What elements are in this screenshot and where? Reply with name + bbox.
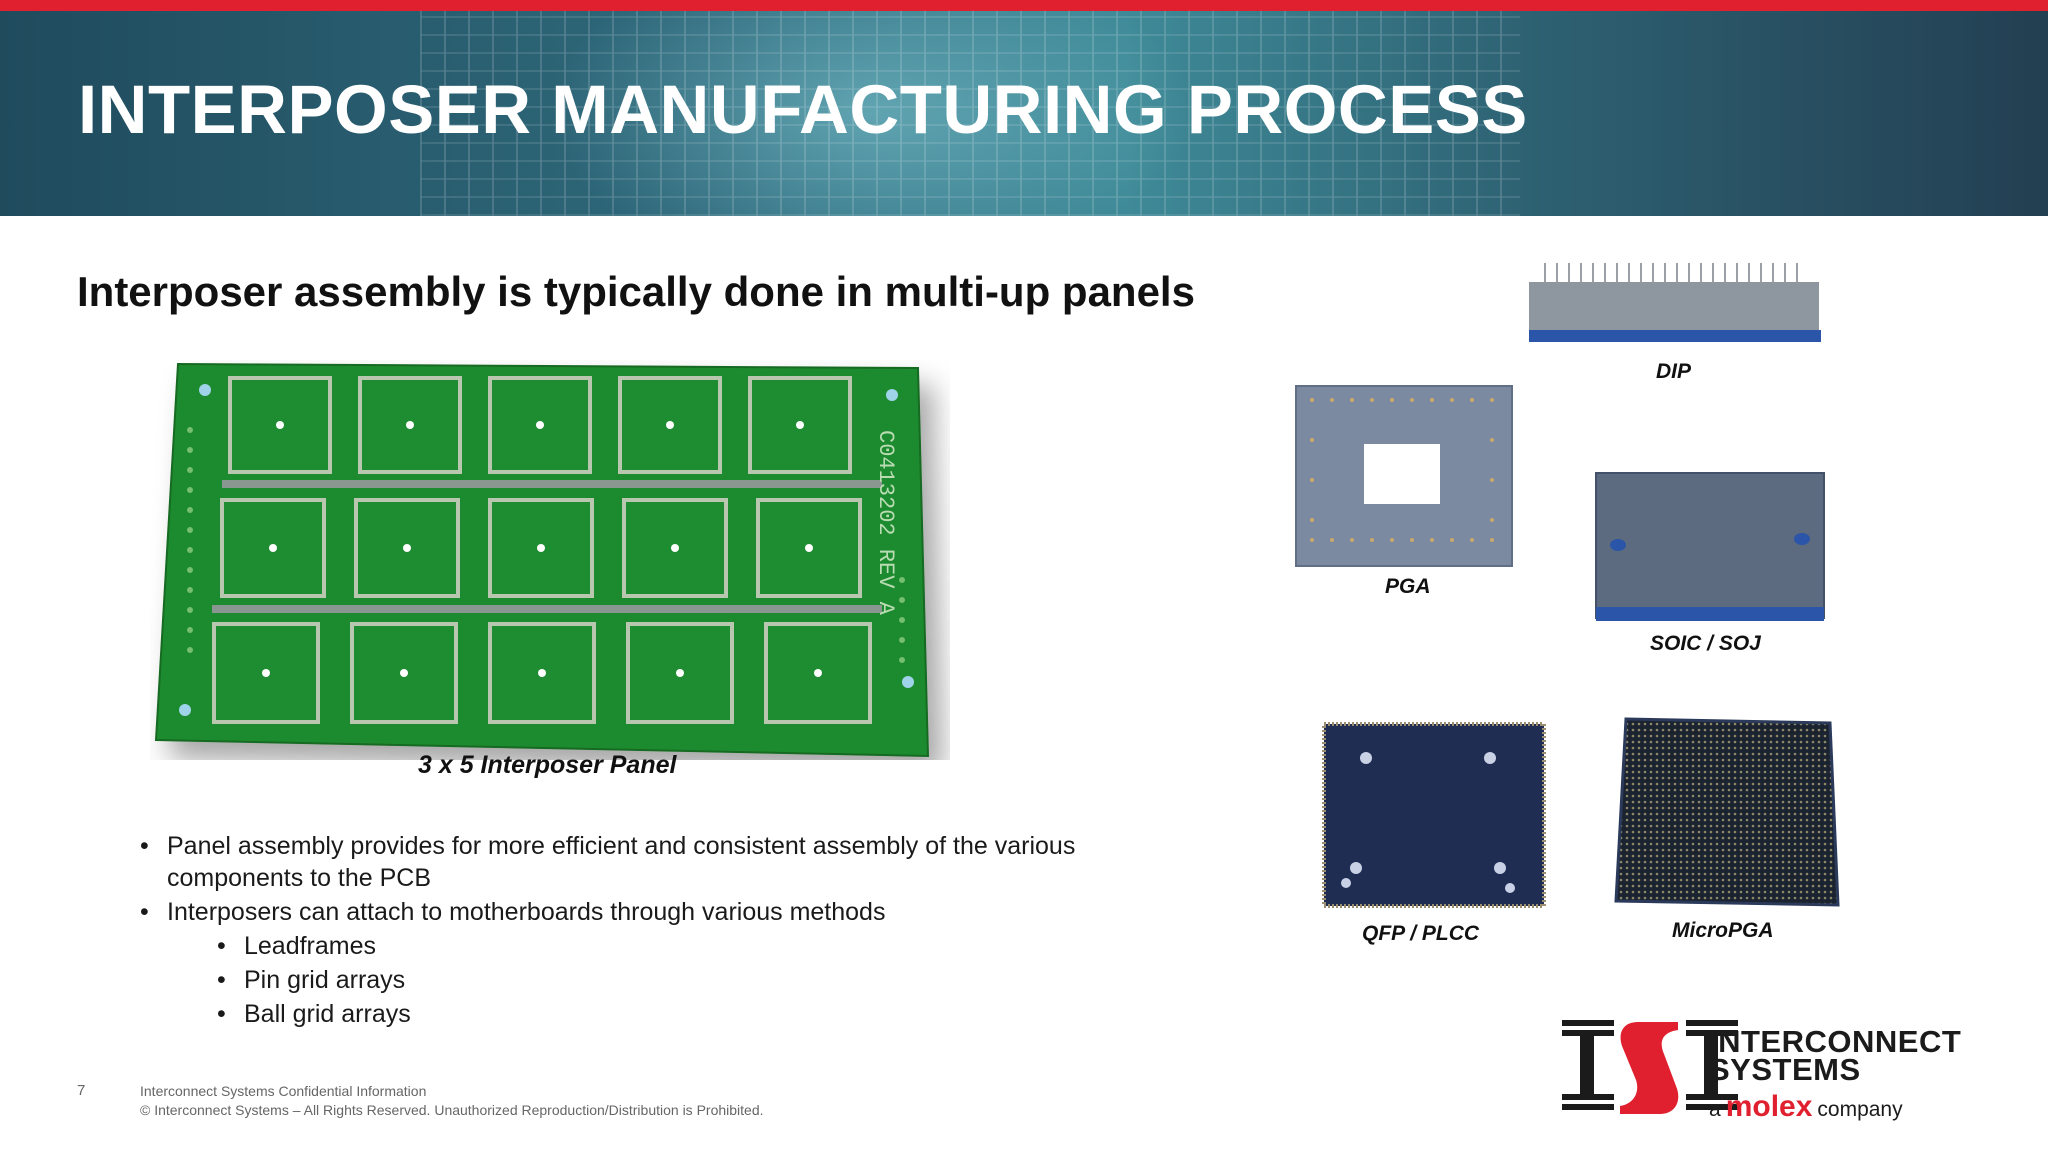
board-part-number: C0413202 REV A [873, 430, 898, 616]
rail-1 [222, 480, 882, 488]
title-banner [0, 11, 2048, 216]
right-via-strip [899, 577, 905, 663]
logo-tagline-company: company [1817, 1098, 1903, 1121]
logo-wordmark: INTERCONNECT SYSTEMS [1709, 1024, 1962, 1087]
bullet-item: Interposers can attach to motherboards t… [140, 896, 1140, 928]
pga-part-image [1295, 385, 1513, 567]
soic-part-image [1595, 472, 1825, 621]
page-number: 7 [77, 1082, 86, 1099]
qfp-part-image [1322, 722, 1546, 908]
sub-bullet-item: Leadframes [217, 930, 1140, 962]
soic-label: SOIC / SOJ [1650, 632, 1761, 655]
slide-subtitle: Interposer assembly is typically done in… [77, 268, 1195, 315]
footer-legal: Interconnect Systems Confidential Inform… [140, 1082, 764, 1120]
qfp-label: QFP / PLCC [1362, 922, 1480, 945]
micropga-label: MicroPGA [1672, 919, 1774, 942]
rail-2 [212, 605, 882, 613]
banner-glow [520, 11, 1220, 216]
logo-name-line1: INTERCONNECT [1709, 1024, 1962, 1059]
pga-label: PGA [1385, 575, 1431, 598]
logo-name-line2: SYSTEMS [1709, 1052, 1861, 1087]
dip-label: DIP [1656, 360, 1692, 383]
left-via-strip [187, 427, 193, 653]
sub-bullet-group: Leadframes Pin grid arrays Ball grid arr… [140, 930, 1140, 1030]
panel-caption: 3 x 5 Interposer Panel [418, 751, 677, 779]
banner-circuit-pattern [420, 11, 1520, 216]
logo-red-s [1620, 1022, 1679, 1114]
top-accent-bar [0, 0, 2048, 11]
cell-center-dots [262, 421, 822, 677]
isi-logo-mark [1562, 1020, 1738, 1114]
sub-bullet-item: Ball grid arrays [217, 998, 1140, 1030]
sub-bullet-list: Leadframes Pin grid arrays Ball grid arr… [140, 930, 1140, 1030]
interposer-panel-image: C0413202 REV A [154, 362, 930, 758]
molex-brand: molex [1725, 1090, 1813, 1123]
sub-bullet-item: Pin grid arrays [217, 964, 1140, 996]
footer-line-confidential: Interconnect Systems Confidential Inform… [140, 1083, 427, 1099]
footer-line-copyright: © Interconnect Systems – All Rights Rese… [140, 1102, 764, 1118]
micropga-part-image [1614, 717, 1840, 907]
tooling-holes [179, 384, 914, 716]
interposer-cells [212, 376, 872, 724]
logo-tagline-a: a [1709, 1098, 1721, 1121]
slide-title: INTERPOSER MANUFACTURING PROCESS [78, 71, 1528, 148]
dip-part-image [1529, 263, 1821, 342]
bullet-item: Panel assembly provides for more efficie… [140, 830, 1140, 894]
bullet-list: Panel assembly provides for more efficie… [140, 830, 1140, 1032]
